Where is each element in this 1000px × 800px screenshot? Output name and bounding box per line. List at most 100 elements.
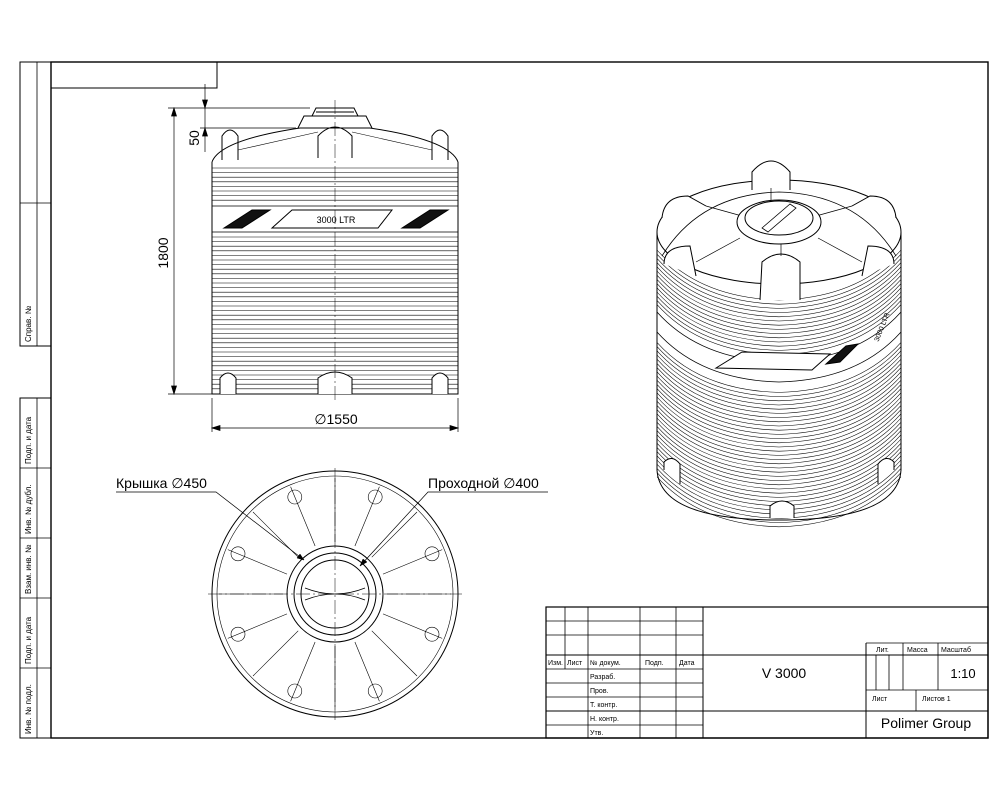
iso-rib-line (656, 375, 902, 427)
top-lug-mark (230, 546, 246, 562)
tb-col-doc: № докум. (590, 660, 621, 667)
iso-rib-line (656, 392, 902, 444)
tb-row-prov: Пров. (590, 688, 609, 695)
callout-passage: Проходной ∅400 (428, 475, 539, 491)
iso-rib-line (656, 434, 902, 486)
top-lug-mark (424, 546, 440, 562)
top-lug-mark (287, 489, 303, 505)
tb-designation: V 3000 (762, 665, 807, 681)
iso-rib-line (656, 258, 902, 309)
label-inv-podl: Инв. № подл. (24, 684, 33, 734)
iso-rib-line (656, 371, 902, 423)
iso-rib-line (656, 346, 902, 397)
iso-rib-line (656, 447, 902, 498)
iso-rib-line (656, 384, 902, 435)
iso-rib-line (656, 422, 902, 473)
top-radial-rib (382, 613, 443, 639)
iso-rib-line (656, 401, 902, 452)
top-lug-mark (367, 683, 383, 699)
iso-rib-line (656, 380, 902, 431)
iso-rib-line (656, 254, 902, 305)
dim-diameter: ∅1550 (314, 411, 358, 427)
tb-hdr-lit: Лит. (876, 647, 889, 654)
top-radial-rib (227, 549, 288, 575)
top-lug-mark (367, 489, 383, 505)
top-lug-mark (424, 626, 440, 642)
iso-rib-line (656, 476, 902, 528)
top-radial-rib (382, 549, 443, 575)
front-band-label: 3000 LTR (317, 215, 356, 225)
top-radial-rib (227, 613, 288, 639)
iso-rib-line (656, 443, 902, 494)
top-lug-mark (287, 683, 303, 699)
tb-scale: 1:10 (950, 666, 975, 681)
label-podp-data-2: Подп. и дата (24, 616, 33, 664)
iso-rib-line (656, 426, 902, 477)
title-block (545, 606, 989, 739)
side-strip-labels: Справ. № Подп. и дата Инв. № дубл. Взам.… (24, 305, 33, 734)
label-vzam-inv: Взам. инв. № (24, 544, 33, 594)
tb-hdr-massa: Масса (907, 647, 928, 654)
iso-rib-line (656, 367, 902, 418)
tb-col-data: Дата (679, 660, 695, 667)
tb-col-list: Лист (567, 660, 583, 667)
top-radial-rib (354, 641, 380, 702)
top-radial-rib (354, 486, 380, 547)
front-dimensions (168, 84, 460, 432)
iso-rib-line (656, 279, 902, 330)
label-inv-dubl: Инв. № дубл. (24, 484, 33, 534)
iso-rib-line (656, 409, 902, 460)
iso-rib-line (656, 430, 902, 481)
tb-sheet-label: Лист (872, 696, 888, 703)
iso-rib-line (656, 468, 902, 519)
dim-height-lid: 50 (186, 130, 202, 146)
iso-rib-line (656, 413, 902, 465)
top-radial-rib (252, 630, 299, 677)
dim-height-total: 1800 (155, 237, 171, 268)
label-podp-data-1: Подп. и дата (24, 416, 33, 464)
top-radial-rib (371, 630, 418, 677)
iso-rib-line (656, 270, 902, 322)
iso-rib-line (656, 396, 902, 448)
iso-band-label: 3000 LTR (874, 312, 892, 343)
iso-rib-line (656, 287, 902, 339)
callout-lid: Крышка ∅450 (116, 475, 207, 491)
tb-row-nkontr: Н. контр. (590, 716, 619, 723)
iso-rib-line (656, 342, 902, 393)
iso-rib-line (656, 354, 902, 406)
top-radial-rib (371, 511, 418, 558)
iso-rib-line (656, 275, 902, 326)
tb-sheets-total: Листов 1 (922, 696, 951, 703)
tb-row-utv: Утв. (590, 730, 603, 737)
iso-rib-line (656, 300, 902, 351)
label-sprav: Справ. № (24, 305, 33, 342)
iso-rib-line (656, 388, 902, 439)
iso-rib-line (656, 417, 902, 469)
iso-rib-line (656, 472, 902, 523)
sheet-frame (19, 61, 989, 739)
iso-rib-line (656, 283, 902, 334)
iso-rib-line (656, 438, 902, 490)
iso-rib-line (656, 262, 902, 313)
tb-hdr-masshtab: Масштаб (941, 646, 971, 654)
tb-row-razrab: Разраб. (590, 673, 615, 681)
top-radial-rib (290, 486, 316, 547)
iso-rib-line (656, 359, 902, 410)
isometric-view (656, 160, 902, 528)
top-radial-rib (290, 641, 316, 702)
front-view (211, 100, 459, 400)
iso-rib-line (656, 296, 902, 347)
top-view (116, 468, 548, 720)
iso-rib-line (656, 363, 902, 414)
tb-col-podp: Подп. (645, 660, 664, 667)
iso-rib-line (656, 405, 902, 456)
title-block-text: Изм. Лист № докум. Подп. Дата Разраб. Пр… (548, 646, 971, 737)
tb-company: Polimer Group (881, 715, 971, 731)
tb-col-izm: Изм. (548, 660, 563, 667)
iso-rib-line (656, 350, 902, 402)
top-lug-mark (230, 626, 246, 642)
iso-rib-line (656, 291, 902, 343)
iso-rib-line (656, 266, 902, 318)
tb-row-tkontr: Т. контр. (590, 702, 617, 709)
